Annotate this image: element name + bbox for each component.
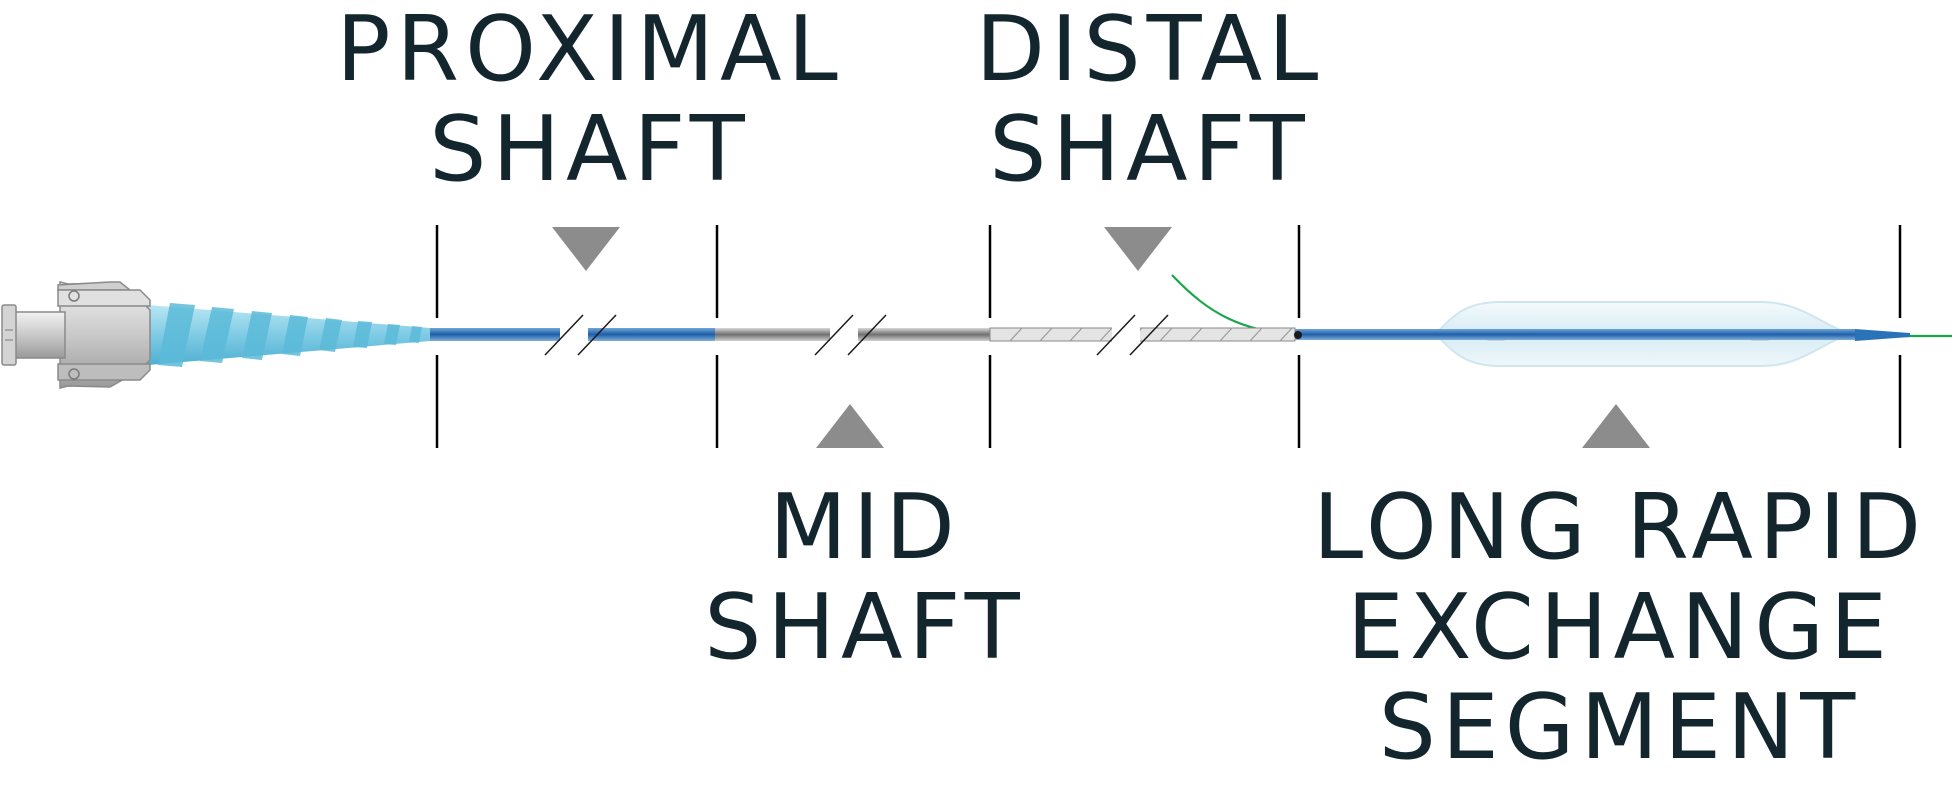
distal-label-line2: SHAFT [989,97,1311,202]
rapid-exchange-label-line3: SEGMENT [1378,675,1862,780]
rapid-exchange-segment [1295,329,1855,340]
luer-cap [1,304,17,366]
distal-break [1096,314,1169,356]
rapid-exchange-marker-triangle [1582,404,1650,448]
proximal-shaft-label: PROXIMAL SHAFT [330,0,850,200]
mid-marker-triangle [816,404,884,448]
mid-label-line2: SHAFT [704,575,1026,680]
hub-connector [1,281,151,389]
proximal-label-line2: SHAFT [429,97,751,202]
section-dividers [435,225,1902,448]
hub-wing-top [57,281,133,291]
section-markers [552,227,1650,448]
distal-marker-triangle [1104,227,1172,271]
distal-label-line1: DISTAL [975,0,1325,102]
shaft-breaks [544,314,1169,356]
luer-body [9,311,66,359]
rapid-exchange-label-line2: EXCHANGE [1347,575,1893,680]
guidewire-exit-port [1294,331,1302,339]
mid-break [814,314,887,356]
distal-shaft-segment [989,327,1296,342]
proximal-label-line1: PROXIMAL [336,0,844,102]
distal-tip [1855,329,1910,341]
mid-label-line1: MID [769,475,961,580]
shaft [430,327,1910,342]
distal-shaft-label: DISTAL SHAFT [960,0,1340,200]
rapid-exchange-segment-label: LONG RAPID EXCHANGE SEGMENT [1290,478,1950,778]
strain-relief [148,303,430,367]
proximal-marker-triangle [552,227,620,271]
mid-shaft-label: MID SHAFT [690,478,1040,678]
proximal-break [544,314,617,356]
rapid-exchange-label-line1: LONG RAPID [1312,475,1928,580]
